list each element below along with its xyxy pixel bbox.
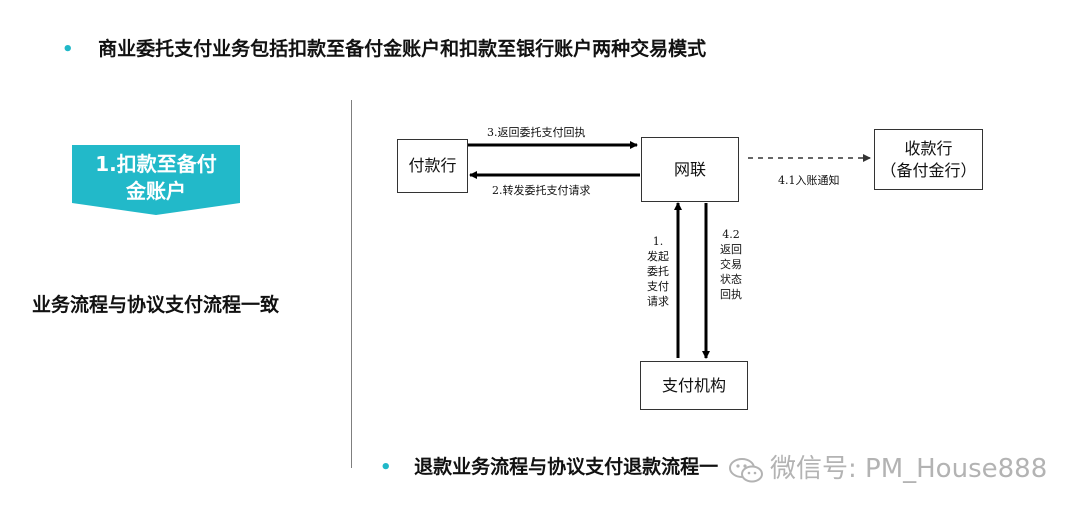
edge-label-2: 2.转发委托支付请求 — [492, 184, 591, 197]
edge-label-3: 3.返回委托支付回执 — [487, 126, 586, 139]
banner-title-line2: 金账户 — [126, 179, 186, 203]
edge-label-4-2: 4.2 返回 交易 状态 回执 — [716, 227, 746, 302]
payment-institution-box: 支付机构 — [640, 361, 748, 410]
edge-label-1: 1. 发起 委托 支付 请求 — [643, 234, 673, 309]
edge-label-1-line: 委托 — [647, 265, 669, 278]
intro-bullet: • 商业委托支付业务包括扣款至备付金账户和扣款至银行账户两种交易模式 — [62, 34, 706, 61]
edge-label-4-2-line: 回执 — [720, 288, 742, 301]
edge-label-4-1: 4.1入账通知 — [778, 174, 840, 187]
wechat-logo-icon — [729, 457, 763, 482]
left-description: 业务流程与协议支付流程一致 — [32, 294, 280, 316]
edge-label-1-line: 发起 — [647, 250, 669, 263]
edge-label-4-2-line: 返回 — [720, 243, 742, 256]
payee-bank-sublabel: （备付金行） — [880, 160, 977, 180]
payer-bank-label: 付款行 — [408, 156, 457, 175]
edge-label-1-line: 请求 — [647, 295, 669, 308]
edge-label-4-2-line: 4.2 — [722, 228, 740, 241]
unionpay-box: 网联 — [641, 137, 739, 202]
payment-institution-label: 支付机构 — [661, 375, 726, 395]
vertical-divider — [351, 100, 352, 468]
refund-bullet: • 退款业务流程与协议支付退款流程一 — [380, 452, 718, 479]
unionpay-label: 网联 — [673, 159, 706, 179]
payee-bank-box: 收款行 （备付金行） — [874, 129, 983, 190]
banner-title: 1.扣款至备付 金账户 — [72, 151, 240, 205]
mode-banner: 1.扣款至备付 金账户 — [72, 145, 240, 215]
edge-label-4-2-line: 交易 — [720, 258, 742, 271]
wechat-watermark: 微信号: PM_House888 — [728, 448, 1047, 485]
edge-label-1-line: 1. — [652, 235, 664, 248]
edge-label-1-line: 支付 — [647, 280, 669, 293]
payer-bank-box: 付款行 — [397, 139, 468, 193]
payee-bank-label: 收款行 — [904, 138, 953, 158]
bullet-icon: • — [62, 39, 74, 60]
banner-ribbon-shape — [72, 145, 240, 215]
edge-label-4-2-line: 状态 — [720, 273, 742, 286]
watermark-text: 微信号: PM_House888 — [770, 454, 1048, 484]
bullet-icon: • — [380, 457, 392, 478]
refund-text: 退款业务流程与协议支付退款流程一 — [414, 456, 719, 478]
banner-title-line1: 1.扣款至备付 — [95, 152, 217, 176]
intro-text: 商业委托支付业务包括扣款至备付金账户和扣款至银行账户两种交易模式 — [98, 38, 707, 60]
